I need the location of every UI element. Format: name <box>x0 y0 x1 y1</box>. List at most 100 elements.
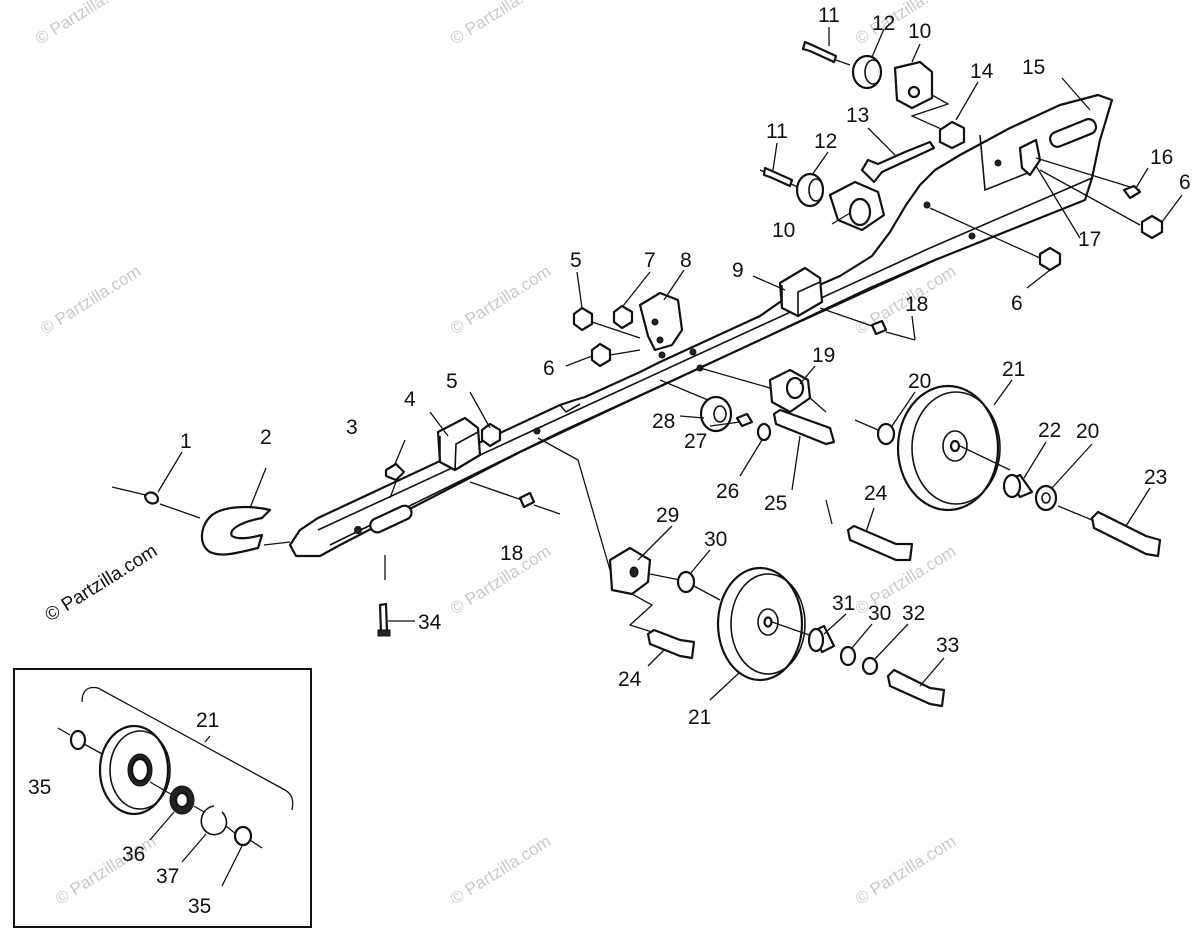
bolt-33 <box>886 668 946 708</box>
bumper-4-edge <box>439 431 479 471</box>
leader-line <box>149 781 175 797</box>
callout-18-front: 18 <box>500 542 523 565</box>
snap-ring-37 <box>200 805 228 836</box>
leader-line <box>609 349 641 356</box>
callout-32: 32 <box>902 602 925 625</box>
nut-3 <box>384 462 406 482</box>
inset-detail <box>13 668 312 928</box>
screw-18-rear <box>870 319 888 336</box>
bolt-hole <box>651 318 659 326</box>
leader-line <box>565 355 593 367</box>
bolt-24-upper <box>846 524 914 562</box>
lower-idler-wheel <box>537 437 946 708</box>
watermark: © Partzilla.com <box>447 0 554 48</box>
nut-6-rear <box>1140 214 1164 240</box>
bracket-8 <box>638 291 704 372</box>
rail-hole <box>968 232 976 240</box>
rear-bracket <box>979 134 1031 192</box>
rear-hardware <box>929 138 1164 272</box>
leader-line <box>811 151 829 176</box>
callout-12-lower: 12 <box>814 130 837 153</box>
callout-21-lower: 21 <box>688 706 711 729</box>
rail-slot <box>1049 118 1098 148</box>
rail-tip-parts <box>111 486 291 556</box>
leader-line <box>1135 167 1149 189</box>
idler-wheel-21-lower <box>716 566 804 682</box>
bracket-19-hole <box>785 376 805 400</box>
bolt-34 <box>378 602 389 635</box>
leader-line <box>679 415 705 419</box>
leader-line <box>429 411 449 437</box>
callout-34: 34 <box>418 611 442 634</box>
rail-hole <box>994 159 1002 167</box>
bolt-25 <box>772 408 836 446</box>
inset-bracket-line <box>81 686 294 811</box>
leader-line <box>249 839 263 849</box>
slide-rail-edge <box>559 403 581 414</box>
spacer-31-end <box>807 627 825 653</box>
leader-line <box>181 833 207 863</box>
callout-9: 9 <box>732 259 744 282</box>
nut-7 <box>612 304 634 330</box>
inset-wheel-21-bore <box>130 757 150 783</box>
leader-line <box>469 391 491 429</box>
leader-line <box>851 623 873 649</box>
idler-wheel-21-lower-axle <box>763 616 773 628</box>
leader-line <box>825 499 833 525</box>
spacer-28-hole <box>713 405 727 423</box>
bushing-10-upper-hole <box>907 85 921 99</box>
rivet-1 <box>143 491 160 505</box>
leader-line <box>576 271 583 309</box>
callout-25: 25 <box>764 492 787 515</box>
bolt-hole <box>656 336 664 344</box>
callout-11-lower: 11 <box>766 120 788 143</box>
upper-mount-parts <box>759 40 966 232</box>
leader-line <box>891 391 916 427</box>
leader-line <box>1057 505 1093 521</box>
callout-8: 8 <box>680 249 692 272</box>
bracket-plate-outline <box>979 134 1031 192</box>
bushing-12-upper-face <box>864 59 882 85</box>
callout-1: 1 <box>180 430 192 453</box>
leader-line <box>739 439 763 477</box>
leader-line <box>772 142 778 171</box>
leader-line <box>911 43 921 63</box>
nut-6-mid <box>1038 246 1062 272</box>
idler-wheel-21-lower-hub <box>757 608 779 636</box>
leader-line <box>689 549 711 575</box>
leader-line <box>225 825 237 835</box>
callout-30-right: 30 <box>868 602 891 625</box>
upper-idler-wheel <box>825 384 1162 562</box>
leader-line <box>911 315 916 341</box>
leader-line <box>867 127 896 156</box>
leader-line <box>1051 443 1093 489</box>
leader-line <box>263 541 291 546</box>
leader-line <box>929 207 1041 259</box>
rail-hole <box>923 201 931 209</box>
watermark: © Partzilla.com <box>37 262 144 339</box>
leader-line <box>873 623 909 661</box>
callout-20-left: 20 <box>908 370 931 393</box>
slide-rail-edge <box>329 257 941 546</box>
leader-line <box>919 657 945 687</box>
callout-22: 22 <box>1038 419 1061 442</box>
leader-line <box>1026 269 1051 289</box>
leader-line <box>819 307 916 341</box>
watermark: © Partzilla.com <box>852 0 959 48</box>
leader-line <box>157 451 183 493</box>
callout-33: 33 <box>936 634 959 657</box>
callout-7: 7 <box>644 249 656 272</box>
callout-29: 29 <box>656 504 679 527</box>
cap-35-upper <box>69 729 87 751</box>
bracket-plate-8 <box>638 291 684 352</box>
bolt-hole <box>689 348 697 356</box>
front-hardware <box>377 304 916 637</box>
leader-line <box>469 481 561 515</box>
leader-line <box>1161 194 1183 223</box>
washer-26 <box>756 422 772 442</box>
leader-line <box>955 81 979 121</box>
callout-21-upper: 21 <box>1002 358 1025 381</box>
leader-line <box>663 269 685 301</box>
bolt-34-head <box>377 629 391 637</box>
idler-wheel-21 <box>896 384 1000 512</box>
